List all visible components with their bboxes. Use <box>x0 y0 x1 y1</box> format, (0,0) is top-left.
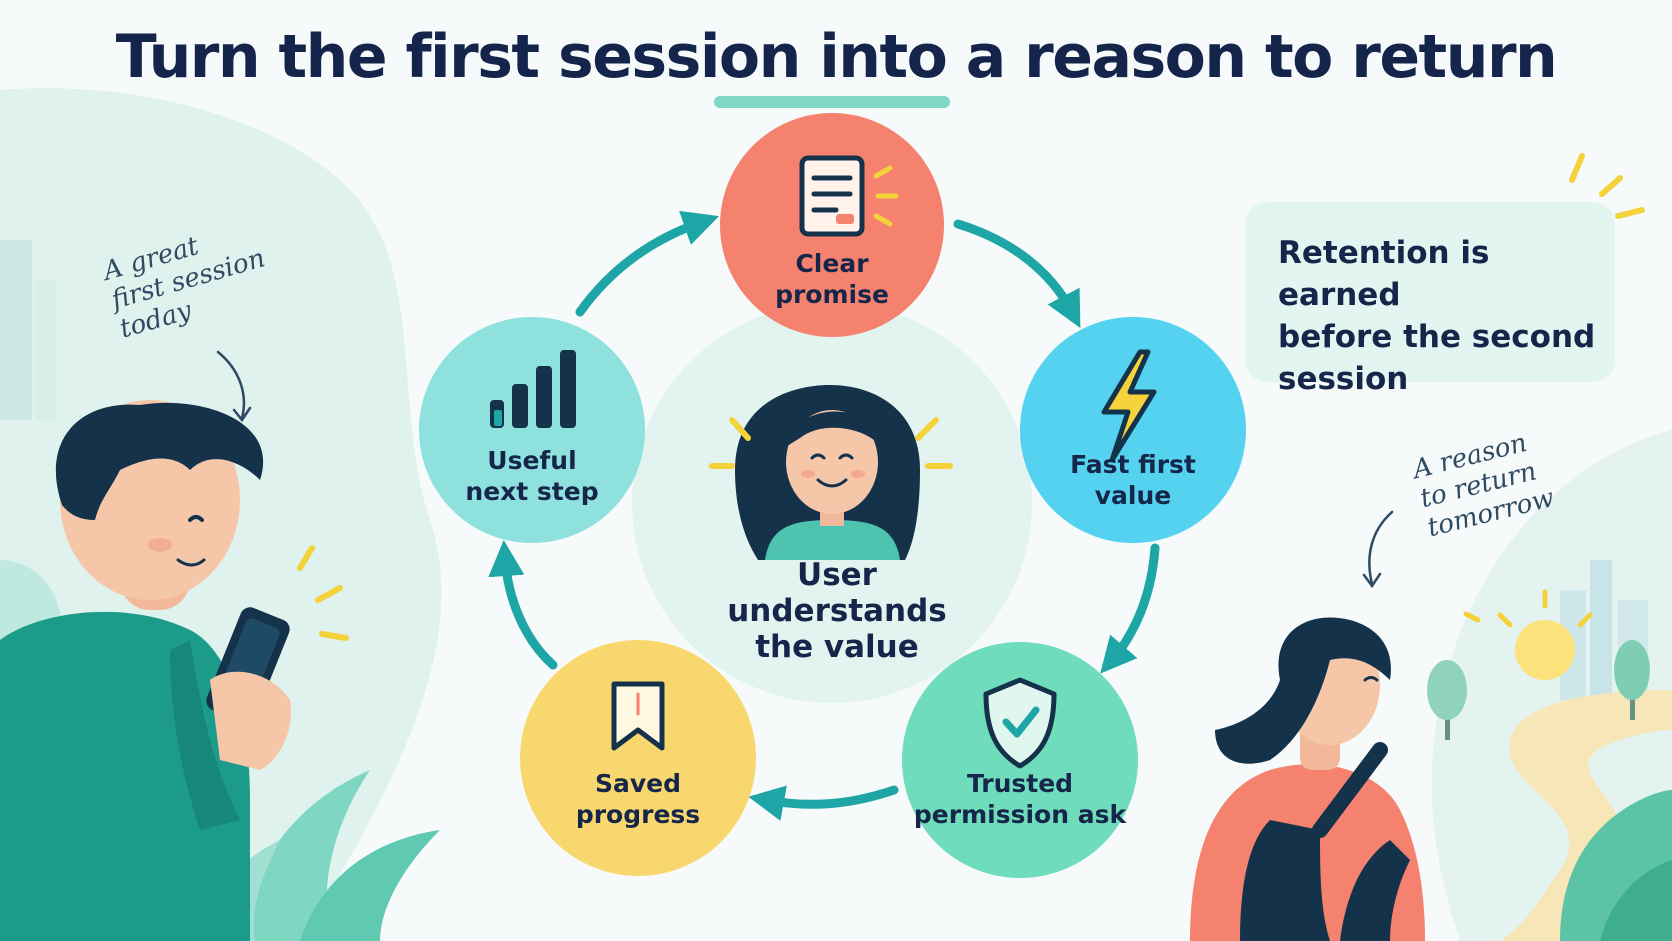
page-title: Turn the first session into a reason to … <box>115 22 1558 92</box>
label-useful-next-step: Useful next step <box>465 446 599 506</box>
trees-right <box>1427 640 1672 941</box>
arrow-nextstep-to-promise <box>575 210 720 317</box>
node-saved-progress <box>520 640 756 876</box>
shield-check-icon <box>983 677 1057 769</box>
winding-path <box>1500 690 1672 941</box>
label-fast-first-value: Fast first value <box>1070 450 1196 510</box>
document-icon <box>799 155 899 237</box>
callout-text: Retention is earned before the second se… <box>1278 235 1596 397</box>
sun-icon <box>1463 589 1593 680</box>
happy-user-icon <box>709 385 953 560</box>
lightning-icon <box>1101 349 1157 463</box>
arrow-permission-to-saved <box>748 785 899 821</box>
bookmark-icon <box>611 681 665 751</box>
label-saved-progress: Saved progress <box>575 769 701 829</box>
person-with-phone <box>0 400 349 941</box>
node-fast-first-value <box>1020 317 1246 543</box>
label-clear-promise: Clear promise <box>775 249 889 309</box>
arrow-left-annotation <box>216 350 246 420</box>
sparkle-icon <box>1569 153 1645 219</box>
arrow-right-annotation <box>1368 510 1394 586</box>
node-useful-next-step <box>419 317 645 543</box>
arrow-saved-to-nextstep <box>488 540 558 670</box>
title-underline <box>714 96 950 108</box>
cycle-arrows <box>488 210 1160 821</box>
label-trusted-permission-ask: Trusted permission ask <box>913 769 1127 829</box>
node-trusted-permission-ask <box>902 642 1138 878</box>
node-clear-promise <box>720 113 944 337</box>
arrow-promise-to-value <box>953 219 1081 328</box>
person-walking <box>1190 617 1425 941</box>
bar-chart-icon <box>490 350 576 428</box>
callout-box <box>1245 202 1615 382</box>
center-label: User understands the value <box>727 557 947 665</box>
arrow-value-to-permission <box>1100 543 1160 674</box>
